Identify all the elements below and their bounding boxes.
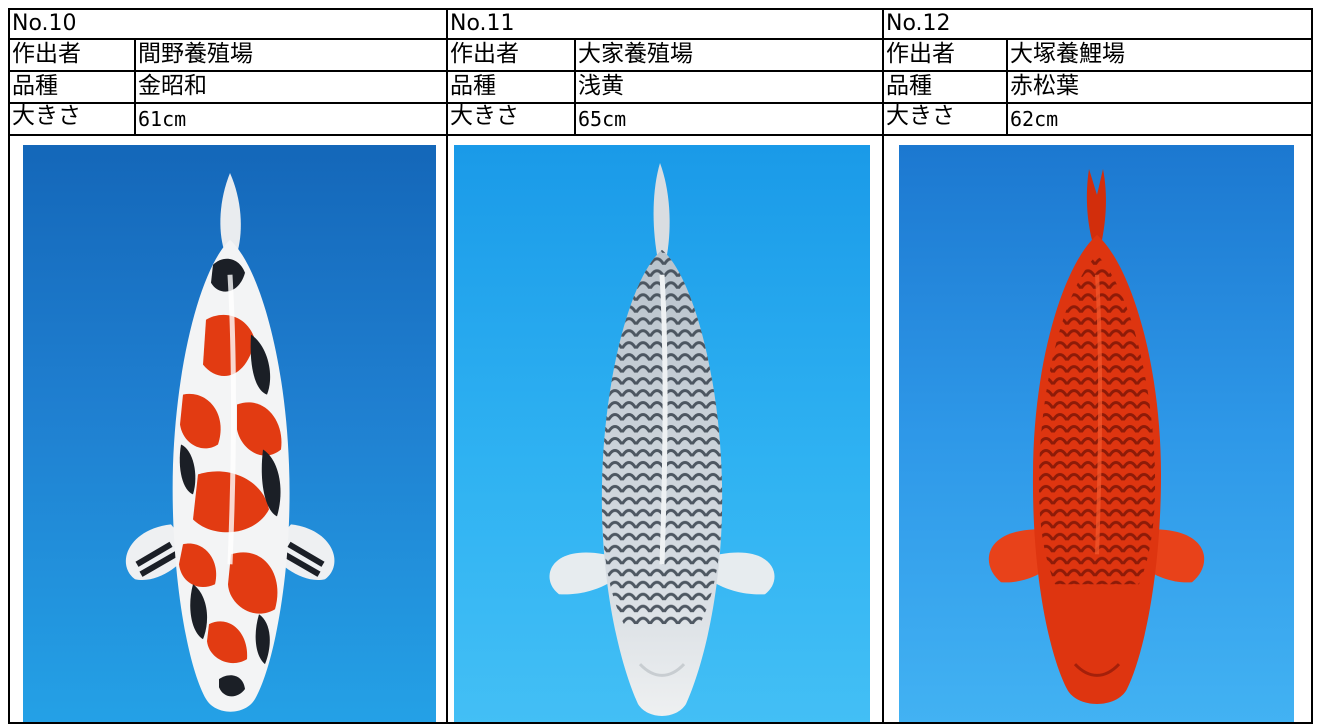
variety-row: 品種 金昭和: [8, 70, 446, 102]
variety-label: 品種: [10, 72, 136, 102]
table-bottom-border: [8, 722, 1313, 724]
koi-photo: [23, 145, 436, 724]
entry-number-row: No.10: [8, 8, 446, 38]
kin-showa-koi-image: [125, 172, 335, 712]
koi-photo: [899, 145, 1294, 724]
size-row: 大きさ 62cm: [882, 102, 1313, 134]
size-label: 大きさ: [884, 104, 1008, 134]
photo-cell: [8, 134, 446, 724]
entry-card-10: No.10 作出者 間野養殖場 品種 金昭和 大きさ 61cm: [8, 0, 446, 724]
entry-card-12: No.12 作出者 大塚養鯉場 品種 赤松葉 大きさ 62cm: [882, 0, 1313, 724]
entry-number-row: No.12: [882, 8, 1313, 38]
entry-number: No.11: [450, 11, 515, 36]
producer-value: 大家養殖場: [578, 41, 693, 67]
variety-label: 品種: [448, 72, 576, 102]
producer-label: 作出者: [884, 40, 1008, 70]
variety-row: 品種 浅黄: [446, 70, 882, 102]
producer-row: 作出者 大家養殖場: [446, 38, 882, 70]
entry-card-11: No.11 作出者 大家養殖場 品種 浅黄 大きさ 65cm: [446, 0, 882, 724]
variety-value: 赤松葉: [1010, 73, 1079, 99]
variety-label: 品種: [884, 72, 1008, 102]
photo-cell: [446, 134, 882, 724]
producer-value: 大塚養鯉場: [1010, 41, 1125, 67]
producer-row: 作出者 間野養殖場: [8, 38, 446, 70]
size-label: 大きさ: [448, 104, 576, 134]
producer-value: 間野養殖場: [138, 41, 253, 67]
entry-number-row: No.11: [446, 8, 882, 38]
producer-label: 作出者: [448, 40, 576, 70]
variety-value: 金昭和: [138, 73, 207, 99]
producer-row: 作出者 大塚養鯉場: [882, 38, 1313, 70]
size-value: 65cm: [578, 107, 627, 131]
asagi-koi-image: [549, 162, 775, 717]
variety-value: 浅黄: [578, 73, 624, 99]
entry-number: No.10: [12, 11, 77, 36]
variety-row: 品種 赤松葉: [882, 70, 1313, 102]
size-row: 大きさ 61cm: [8, 102, 446, 134]
size-label: 大きさ: [10, 104, 136, 134]
entry-number: No.12: [886, 11, 951, 36]
size-value: 62cm: [1010, 107, 1059, 131]
photo-cell: [882, 134, 1313, 724]
table-right-border: [1311, 8, 1313, 724]
aka-matsuba-koi-image: [988, 168, 1205, 705]
size-value: 61cm: [138, 107, 187, 131]
size-row: 大きさ 65cm: [446, 102, 882, 134]
producer-label: 作出者: [10, 40, 136, 70]
koi-photo: [454, 145, 870, 724]
